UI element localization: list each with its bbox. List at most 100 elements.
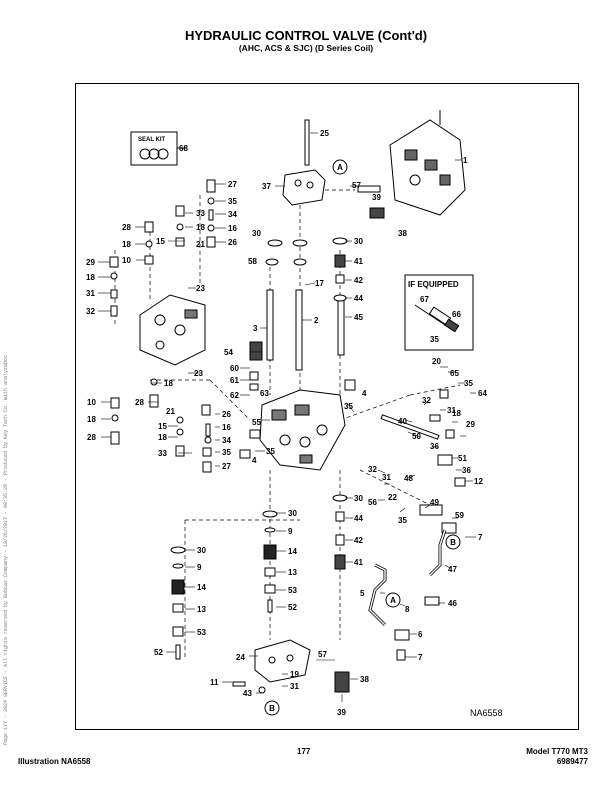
right-fittings-icons	[232, 185, 466, 694]
part-18-d: 18	[87, 415, 96, 424]
seal-kit-icon	[130, 131, 186, 166]
part-32-b: 32	[422, 396, 431, 405]
if-equipped-part-66: 66	[452, 310, 461, 319]
part-50: 50	[412, 432, 421, 441]
part-28-b: 28	[87, 433, 96, 442]
part-6: 6	[418, 630, 423, 639]
part-39: 39	[372, 193, 381, 202]
callout-a-top: A	[337, 163, 343, 172]
part-35-b: 35	[222, 448, 231, 457]
part-52-b: 52	[154, 648, 163, 657]
part-38: 38	[398, 229, 407, 238]
part-44: 44	[354, 294, 363, 303]
spring-stack-icons	[170, 237, 348, 660]
part-35-f: 35	[398, 516, 407, 525]
part-13-b: 13	[197, 605, 206, 614]
callout-b-right: B	[450, 538, 456, 547]
part-37: 37	[262, 182, 271, 191]
part-number-labels: 25 1 37 57 39 38 27 35 34 16 26 33 18 15…	[86, 129, 487, 717]
callout-b-icon	[264, 534, 461, 716]
part-53: 53	[288, 586, 297, 595]
valve-assembly-1-icon	[389, 110, 466, 216]
part-16-b: 16	[222, 423, 231, 432]
if-equipped-label: IF EQUIPPED	[408, 280, 459, 289]
diagram-frame	[75, 83, 579, 730]
part-1: 1	[463, 156, 468, 165]
part-15-b: 15	[158, 422, 167, 431]
part-42: 42	[354, 276, 363, 285]
part-34: 34	[228, 210, 237, 219]
illustration-caption: Illustration NA6558	[18, 757, 91, 766]
part-25: 25	[320, 129, 329, 138]
part-31-c: 31	[382, 473, 391, 482]
part-36-b: 36	[462, 466, 471, 475]
main-valve-body-icon	[259, 389, 346, 471]
part-64: 64	[478, 389, 487, 398]
part-59: 59	[455, 511, 464, 520]
part-44-b: 44	[354, 514, 363, 523]
part-53-b: 53	[197, 628, 206, 637]
part-10: 10	[122, 256, 131, 265]
part-34-b: 34	[222, 436, 231, 445]
page-number: 177	[297, 747, 311, 756]
part-47: 47	[448, 565, 457, 574]
part-20: 20	[432, 357, 441, 366]
part-46: 46	[448, 599, 457, 608]
document-number: 6989477	[556, 757, 588, 766]
part-12: 12	[474, 477, 483, 486]
if-equipped-part-67: 67	[420, 295, 429, 304]
part-18-f: 18	[158, 433, 167, 442]
part-35-d: 35	[344, 402, 353, 411]
part-30-e: 30	[197, 546, 206, 555]
part-26-b: 26	[222, 410, 231, 419]
part-56: 56	[368, 498, 377, 507]
part-41: 41	[354, 257, 363, 266]
part-31-b: 31	[447, 406, 456, 415]
part-51: 51	[458, 454, 467, 463]
part-42-b: 42	[354, 536, 363, 545]
part-29-b: 29	[466, 420, 475, 429]
part-35: 35	[228, 197, 237, 206]
part-13: 13	[288, 568, 297, 577]
part-31-d: 31	[290, 682, 299, 691]
callout-a-icon	[332, 159, 401, 608]
part-54: 54	[224, 348, 233, 357]
part-7-b: 7	[418, 653, 423, 662]
part-43: 43	[243, 689, 252, 698]
callout-a-bottom: A	[390, 596, 396, 605]
part-58: 58	[248, 257, 257, 266]
part-60: 60	[230, 364, 239, 373]
part-45: 45	[354, 313, 363, 322]
part-33-b: 33	[158, 449, 167, 458]
part-15: 15	[156, 237, 165, 246]
part-18: 18	[196, 223, 205, 232]
part-32-c: 32	[368, 465, 377, 474]
part-29: 29	[86, 258, 95, 267]
left-valve-block-icon	[139, 294, 206, 366]
part-28: 28	[122, 223, 131, 232]
part-5: 5	[360, 589, 365, 598]
part-27: 27	[228, 180, 237, 189]
part-3: 3	[253, 324, 258, 333]
part-35-c: 35	[266, 447, 275, 456]
part-4-b: 4	[362, 389, 367, 398]
if-equipped-box	[404, 274, 474, 351]
part-33: 33	[196, 209, 205, 218]
page-subtitle: (AHC, ACS & SJC) (D Series Coil)	[238, 43, 374, 53]
part-40: 40	[398, 417, 407, 426]
spool-stems-icon	[266, 119, 345, 371]
part-30-c: 30	[354, 494, 363, 503]
part-30: 30	[252, 229, 261, 238]
part-14-b: 14	[197, 583, 206, 592]
part-24: 24	[236, 653, 245, 662]
part-18-c: 18	[86, 273, 95, 282]
part-39-b: 39	[337, 708, 346, 717]
part-27-b: 27	[222, 462, 231, 471]
valve-block-37-icon	[282, 169, 326, 206]
if-equipped-part-35: 35	[430, 335, 439, 344]
part-49: 49	[430, 498, 439, 507]
part-61: 61	[230, 376, 239, 385]
part-35-e: 35	[464, 379, 473, 388]
part-23: 23	[196, 284, 205, 293]
part-30-b: 30	[354, 237, 363, 246]
